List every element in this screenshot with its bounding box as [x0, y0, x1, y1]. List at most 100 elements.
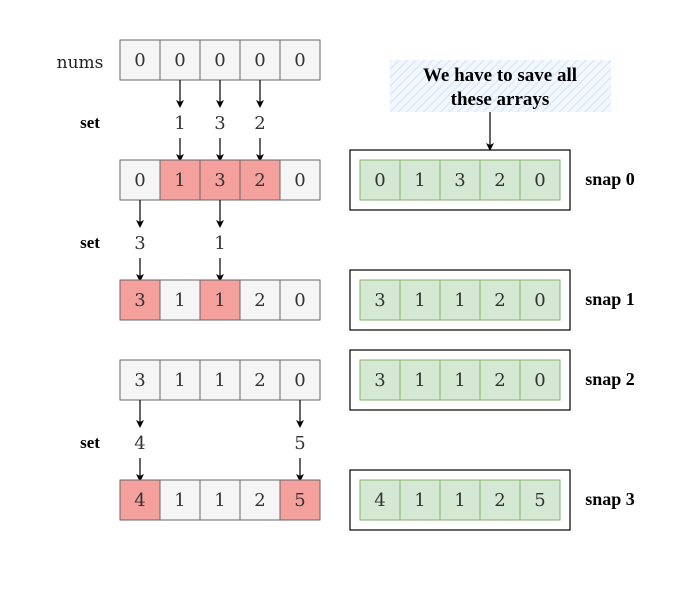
array-2-cell-value: 3	[134, 370, 145, 391]
snap-0-cell-value: 0	[374, 170, 385, 191]
note-box	[390, 60, 611, 112]
array-1-cell-value: 0	[294, 290, 305, 311]
snap-3-label: snap 3	[585, 489, 635, 509]
snap-1-frame	[349, 269, 571, 331]
set-value: 4	[134, 433, 145, 454]
set-value: 1	[174, 113, 185, 134]
array-0-cell-value: 2	[254, 170, 265, 191]
set-label-3: set	[80, 433, 100, 452]
array-2-cell	[199, 359, 241, 401]
nums-cell	[239, 39, 281, 81]
snap-2-cell	[439, 359, 481, 401]
snap-0-frame	[349, 149, 571, 211]
note-line-1: We have to save all	[423, 65, 577, 86]
array-2-cell-value: 1	[214, 370, 225, 391]
snap-1-cell	[519, 279, 561, 321]
snap-0-cell-value: 2	[494, 170, 505, 191]
array-3-cell-value: 4	[134, 490, 145, 511]
array-0-cell	[279, 159, 321, 201]
nums-cell	[279, 39, 321, 81]
array-3-cell-value: 1	[214, 490, 225, 511]
set-label-2: set	[80, 233, 100, 252]
snap-3-cell-value: 1	[414, 490, 425, 511]
snap-3-cell	[519, 479, 561, 521]
snap-3-frame	[349, 469, 571, 531]
array-2-cell	[279, 359, 321, 401]
snap-2-frame	[349, 349, 571, 411]
snap-0-cell	[519, 159, 561, 201]
nums-cell-value: 0	[174, 50, 185, 71]
array-0-cell-value: 0	[134, 170, 145, 191]
nums-cell-value: 0	[254, 50, 265, 71]
array-1-cell-value: 2	[254, 290, 265, 311]
snap-1-cell	[399, 279, 441, 321]
array-1-cell	[119, 279, 161, 321]
snap-3-cell-value: 2	[494, 490, 505, 511]
snap-2-cell-value: 1	[414, 370, 425, 391]
snap-0-cell-value: 1	[414, 170, 425, 191]
snap-1-cell-value: 3	[374, 290, 385, 311]
snap-1-cell-value: 2	[494, 290, 505, 311]
nums-cell	[199, 39, 241, 81]
snap-2-cell-value: 3	[374, 370, 385, 391]
array-3-cell	[159, 479, 201, 521]
array-2-cell-value: 2	[254, 370, 265, 391]
array-1-cell	[239, 279, 281, 321]
array-3-cell	[239, 479, 281, 521]
snap-1-label: snap 1	[585, 289, 635, 309]
snap-1-cell-value: 1	[454, 290, 465, 311]
snap-2-cell	[359, 359, 401, 401]
array-0-cell-value: 0	[294, 170, 305, 191]
snap-0-cell-value: 3	[454, 170, 465, 191]
snap-3-cell	[359, 479, 401, 521]
array-3-cell-value: 1	[174, 490, 185, 511]
array-3-cell	[119, 479, 161, 521]
array-3-cell	[279, 479, 321, 521]
array-1-cell-value: 3	[134, 290, 145, 311]
snap-2-cell-value: 0	[534, 370, 545, 391]
array-1-cell	[199, 279, 241, 321]
set-label-1: set	[80, 113, 100, 132]
snap-1-cell-value: 0	[534, 290, 545, 311]
array-1-cell-value: 1	[214, 290, 225, 311]
array-2-cell-value: 1	[174, 370, 185, 391]
snap-0-cell	[439, 159, 481, 201]
array-3-cell-value: 5	[294, 490, 305, 511]
set-value: 5	[294, 433, 305, 454]
set-value: 1	[214, 233, 225, 254]
snap-2-cell-value: 1	[454, 370, 465, 391]
set-value: 2	[254, 113, 265, 134]
array-0-cell	[239, 159, 281, 201]
snap-0-cell-value: 0	[534, 170, 545, 191]
array-1-cell	[279, 279, 321, 321]
array-2-cell	[239, 359, 281, 401]
note-line-2: these arrays	[451, 89, 550, 110]
array-0-cell-value: 3	[214, 170, 225, 191]
nums-cell	[119, 39, 161, 81]
array-2-cell	[159, 359, 201, 401]
array-3-cell-value: 2	[254, 490, 265, 511]
snap-2-cell-value: 2	[494, 370, 505, 391]
nums-cell-value: 0	[134, 50, 145, 71]
set-value: 3	[134, 233, 145, 254]
array-1-cell	[159, 279, 201, 321]
snap-3-cell-value: 4	[374, 490, 385, 511]
snap-3-cell	[439, 479, 481, 521]
snap-3-cell-value: 5	[534, 490, 545, 511]
snap-2-label: snap 2	[585, 369, 635, 389]
snap-1-cell-value: 1	[414, 290, 425, 311]
array-0-cell-value: 1	[174, 170, 185, 191]
nums-cell-value: 0	[294, 50, 305, 71]
array-1-cell-value: 1	[174, 290, 185, 311]
nums-cell-value: 0	[214, 50, 225, 71]
snap-3-cell-value: 1	[454, 490, 465, 511]
snap-1-cell	[439, 279, 481, 321]
array-0-cell	[119, 159, 161, 201]
array-0-cell	[159, 159, 201, 201]
snap-2-cell	[399, 359, 441, 401]
nums-label: nums	[57, 53, 104, 73]
set-value: 3	[214, 113, 225, 134]
snap-1-cell	[479, 279, 521, 321]
